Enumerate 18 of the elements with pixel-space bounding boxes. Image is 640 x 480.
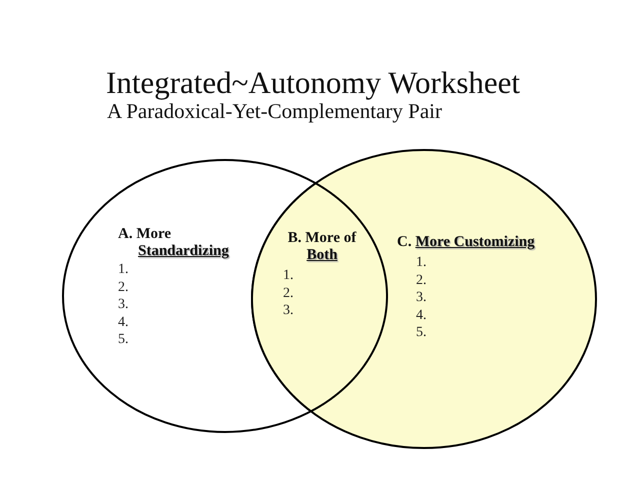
list-number: 3. — [283, 304, 294, 318]
list-number: 2. — [416, 274, 426, 288]
list-number: 1. — [118, 263, 128, 277]
section-heading: A. More Standardizing — [118, 226, 230, 260]
list-number: 4. — [118, 316, 128, 330]
list-number: 3. — [416, 291, 426, 305]
section-heading: C. More Customizing — [397, 234, 535, 252]
list-number: 2. — [283, 286, 294, 300]
section-heading: B. More of Both — [286, 230, 358, 264]
subtitle: A Paradoxical-Yet-Complementary Pair — [107, 101, 442, 122]
list-number: 2. — [118, 280, 128, 294]
list-number: 1. — [283, 269, 294, 283]
list-number: 1. — [416, 256, 426, 270]
list-number: 3. — [118, 298, 128, 312]
page-title: Integrated~Autonomy Worksheet — [106, 67, 520, 98]
list-number: 5. — [118, 333, 128, 347]
list-number: 5. — [416, 326, 426, 340]
list-number: 4. — [416, 308, 426, 322]
